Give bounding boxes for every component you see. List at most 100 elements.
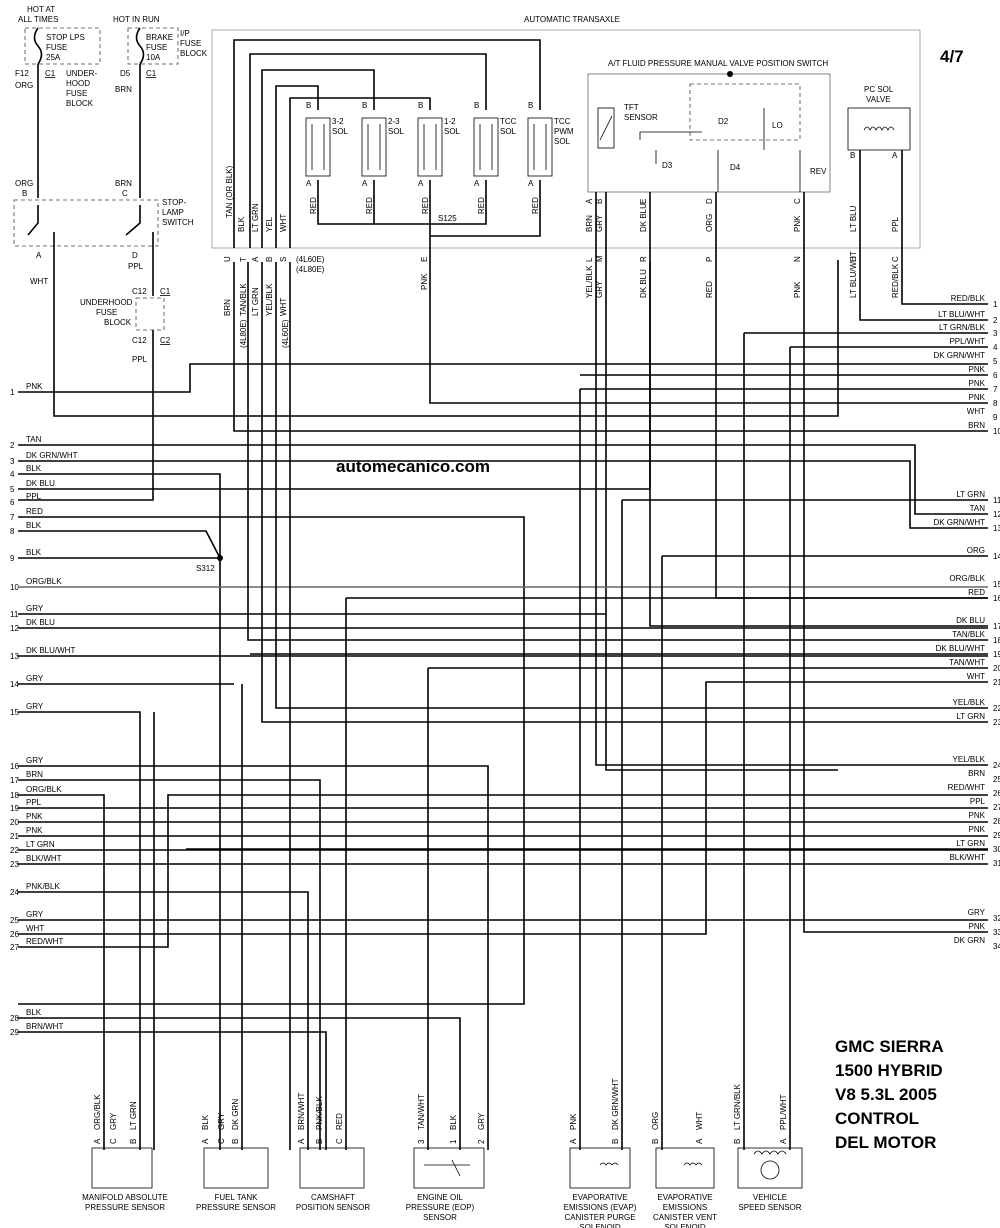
- ecm-right-pin-num: 20: [993, 664, 1000, 673]
- ecm-right-pin-num: 22: [993, 704, 1000, 713]
- wire-route-0: [18, 363, 988, 393]
- ecm-right-pin-color: RED/WHT: [948, 783, 985, 792]
- ecm-left-pin-num: 3: [10, 457, 15, 466]
- wire-route-13: [18, 711, 141, 1150]
- ecm-left-pin-num: 17: [10, 776, 19, 785]
- ecm-right-pin-num: 16: [993, 594, 1000, 603]
- solenoid-name-0-0: 3-2: [332, 117, 344, 126]
- ecm-right-pin-color: YEL/BLK: [953, 698, 986, 707]
- sol-pin-b-4: B: [528, 101, 533, 110]
- stop-lamp-switch-box: [13, 199, 159, 247]
- transaxle-title: AUTOMATIC TRANSAXLE: [524, 15, 620, 24]
- wire-route-1: [18, 444, 988, 515]
- ecm-right-pin-color: BLK/WHT: [949, 853, 985, 862]
- wire-lt-grn: LT GRN: [251, 203, 260, 232]
- sensor-5-pin-1: A: [695, 1138, 704, 1144]
- wire-route-33: [233, 262, 988, 432]
- ip-fuse-l3: BLOCK: [180, 49, 208, 58]
- ecm-right-pin-color: TAN: [970, 504, 986, 513]
- tft-thermistor-arrow: [599, 115, 613, 141]
- tx-pin-2: E: [639, 199, 648, 204]
- uh-block-l4: BLOCK: [66, 99, 94, 108]
- f12-label: F12: [15, 69, 29, 78]
- wire-route-47: [621, 499, 988, 1150]
- uh2-c1: C1: [160, 287, 171, 296]
- conn-mark-a: (4L80E): [239, 319, 248, 348]
- ecm-left-pin-color: WHT: [26, 924, 44, 933]
- c1-label-b: C1: [146, 69, 157, 78]
- sensor-2-pin-2: C: [335, 1138, 344, 1144]
- wire-route-31: [789, 346, 988, 1150]
- pc-sol-coil-icon: [863, 126, 895, 131]
- wire-23-feed: [261, 69, 375, 248]
- switch-out-wires: [595, 192, 838, 771]
- uh2-c12a: C12: [132, 287, 147, 296]
- uh2-l1: UNDERHOOD: [80, 298, 133, 307]
- title-block: GMC SIERRA 1500 HYBRID V8 5.3L 2005 CONT…: [835, 1037, 944, 1152]
- wire-route-41: [803, 262, 988, 933]
- wire-yel: YEL: [265, 216, 274, 232]
- sensor-4-label-1: EMISSIONS (EVAP): [564, 1203, 637, 1212]
- ecm-left-pin-color: BLK/WHT: [26, 854, 62, 863]
- conn-left-pin-4: S: [279, 257, 288, 262]
- sensor-body-5: [655, 1147, 715, 1189]
- ecm-right-pin-color: DK GRN: [954, 936, 985, 945]
- wire-route-39: [649, 262, 988, 627]
- wire-route-38: [595, 262, 988, 766]
- sensor-1-label-0: FUEL TANK: [215, 1193, 259, 1202]
- ecm-right-pin-num: 8: [993, 399, 998, 408]
- sol-pin-a-1: A: [362, 179, 368, 188]
- sensor-internal-icons: [424, 1159, 703, 1177]
- uh2-c2: C2: [160, 336, 171, 345]
- conn-4l60e: (4L60E): [296, 255, 325, 264]
- ecm-left-pin-color: RED/WHT: [26, 937, 63, 946]
- ecm-left-pin-num: 4: [10, 470, 15, 479]
- ecm-left-pin-color: BLK: [26, 464, 42, 473]
- sol-pin-a-4: A: [528, 179, 534, 188]
- tx-pin-1: B: [595, 199, 604, 204]
- watermark: automecanico.com: [336, 457, 490, 476]
- sensor-body-1: [203, 1147, 269, 1189]
- ecm-left-pin-color: DK GRN/WHT: [26, 451, 78, 460]
- ecm-right-pin-num: 34: [993, 942, 1000, 951]
- solenoid-icon-4: [527, 117, 553, 177]
- sensor-1-color-2: DK GRN: [231, 1099, 240, 1130]
- sensor-4-pin-0: A: [569, 1138, 578, 1144]
- sol-pin-a-2: A: [418, 179, 424, 188]
- ecm-left-pin-num: 25: [10, 916, 19, 925]
- uh2-ppl: PPL: [132, 355, 148, 364]
- ecm-right-pin-color: GRY: [968, 908, 986, 917]
- ecm-left-pin-color: GRY: [26, 756, 44, 765]
- solenoid-coil-2: [423, 124, 437, 170]
- sensor-4-label-2: CANISTER PURGE: [564, 1213, 635, 1222]
- conn-right-color-4: PNK: [793, 281, 802, 298]
- sls-pin-c: C: [122, 189, 128, 198]
- ecm-right-pin-num: 4: [993, 343, 998, 352]
- title-line-2: 1500 HYBRID: [835, 1061, 943, 1080]
- stop-lamp-switch: ORG B BRN C STOP- LAMP SWITCH A D PPL WH…: [13, 179, 839, 417]
- tx-pin-0: A: [585, 198, 594, 204]
- solenoid-icon-0: [305, 117, 331, 177]
- ecm-right-pin-color: RED/BLK: [951, 294, 986, 303]
- ecm-right-pin-num: 6: [993, 371, 998, 380]
- ecm-right-pin-num: 24: [993, 761, 1000, 770]
- title-line-1: GMC SIERRA: [835, 1037, 944, 1056]
- ecm-left-pin-color: DK BLU: [26, 618, 55, 627]
- sensor-2-pin-0: A: [297, 1138, 306, 1144]
- ecm-left-pin-color: GRY: [26, 604, 44, 613]
- ecm-right-pin-color: PPL: [970, 797, 986, 806]
- ecm-right-pin-color: WHT: [967, 407, 985, 416]
- s312-splice: [217, 555, 223, 561]
- stop-fuse-l3: 25A: [46, 53, 61, 62]
- conn-right-pin-4: N: [793, 256, 802, 262]
- org-label-top: ORG: [15, 81, 33, 90]
- brake-fuse-l1: BRAKE: [146, 33, 173, 42]
- pc-sol-wires: [859, 150, 903, 262]
- sensor-5-color-1: WHT: [695, 1112, 704, 1130]
- wire-red-bus: [317, 180, 541, 237]
- ecm-right-pin-num: 3: [993, 329, 998, 338]
- sensor-body-0: [91, 1147, 153, 1189]
- solenoid-name-4-2: SOL: [554, 137, 571, 146]
